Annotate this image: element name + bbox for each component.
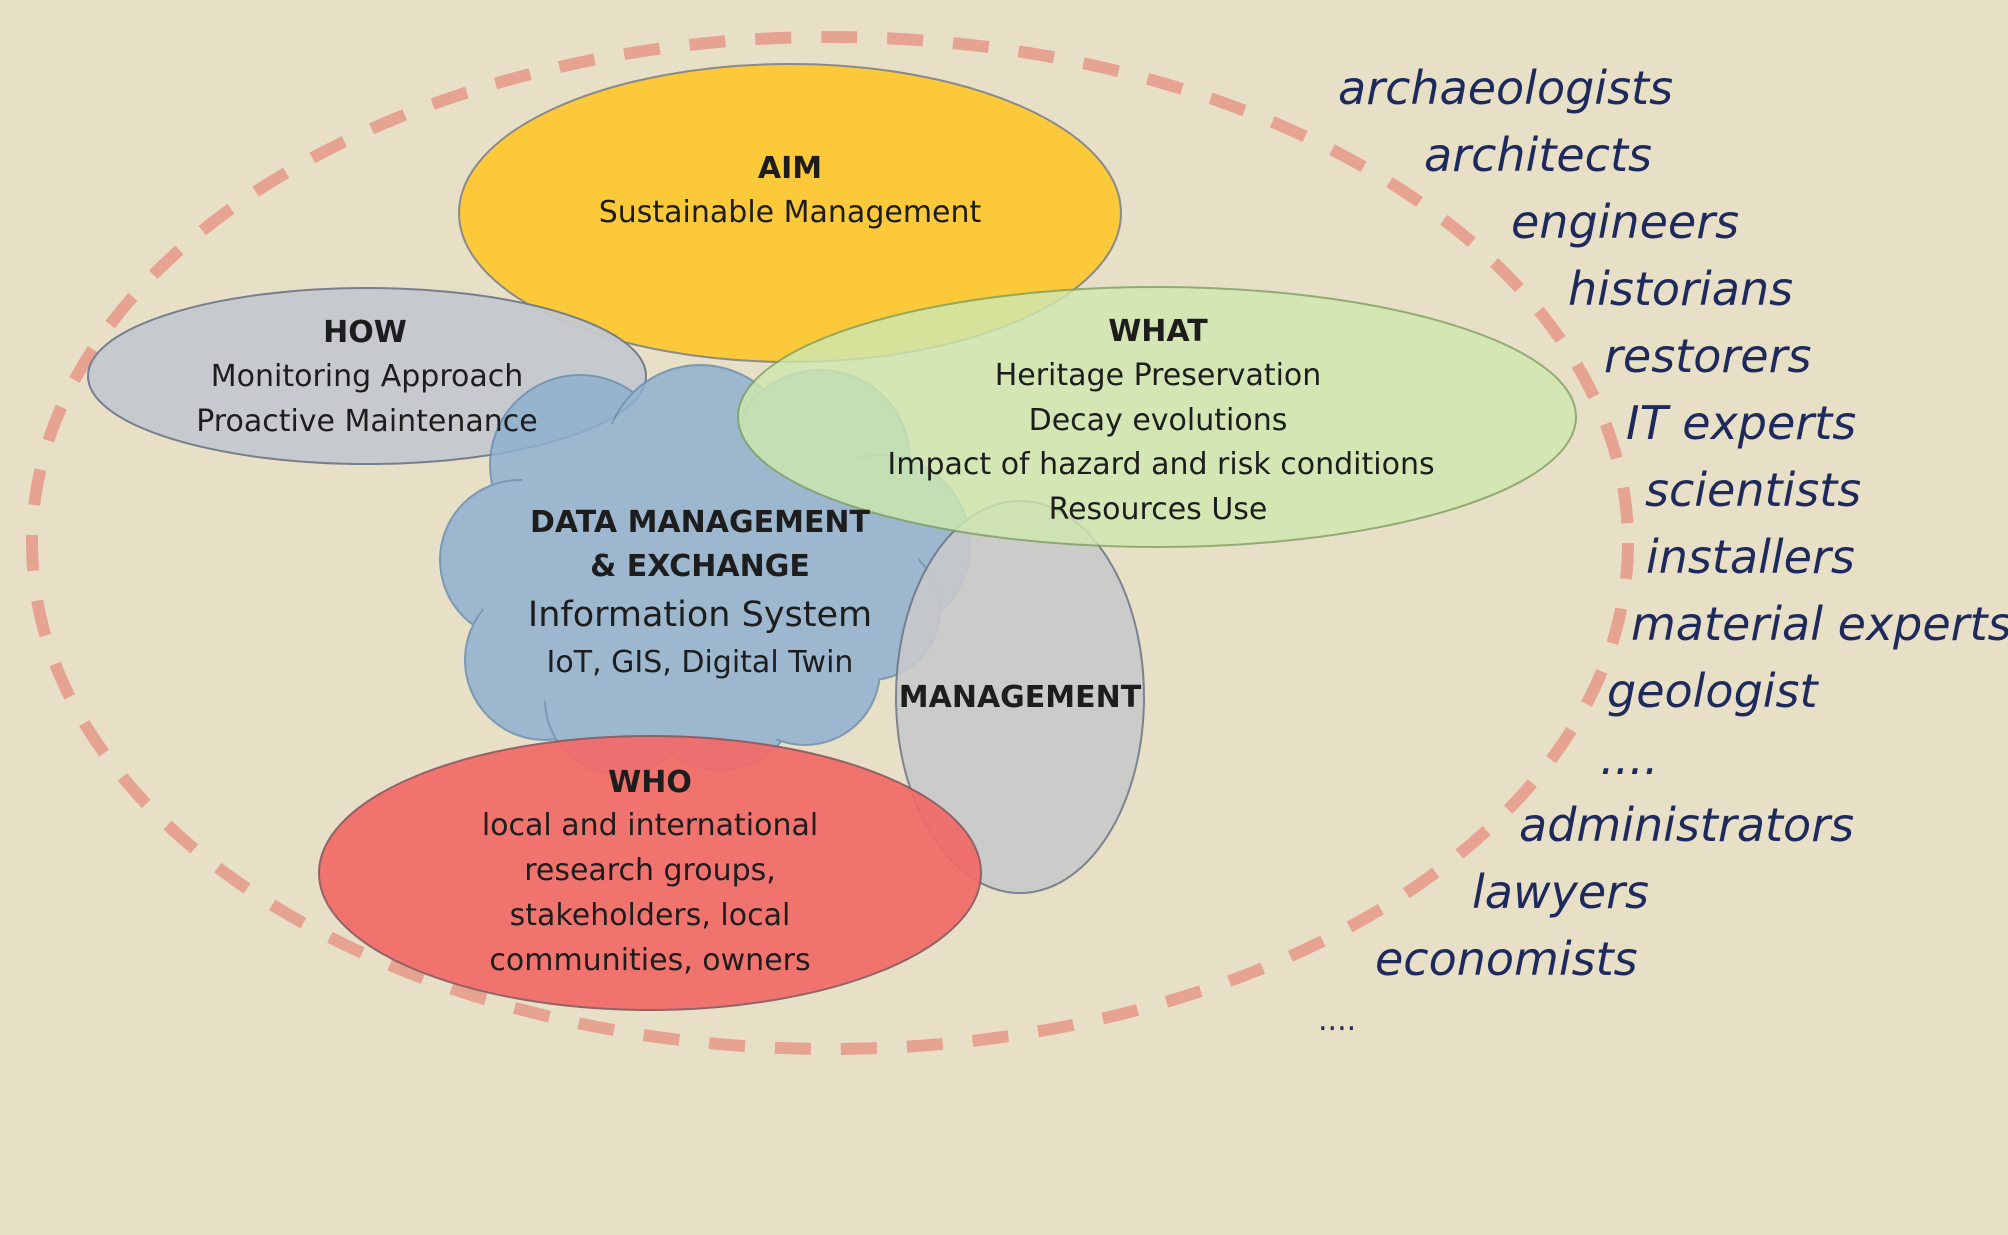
who-line: stakeholders, local: [510, 898, 791, 933]
how-line: Monitoring Approach: [211, 359, 524, 394]
data-management-title: & EXCHANGE: [590, 549, 810, 584]
role-item: economists: [1375, 932, 1638, 986]
what-line: Decay evolutions: [1029, 403, 1288, 438]
trailing-dots: ....: [1318, 1003, 1356, 1038]
how-line: Proactive Maintenance: [196, 404, 538, 439]
what-ellipse: [737, 286, 1577, 548]
data-management-subtitle: Information System: [528, 595, 872, 635]
outer-dashed-ellipse: [26, 31, 1634, 1055]
what-line: Impact of hazard and risk conditions: [887, 447, 1434, 482]
role-item: archaeologists: [1338, 61, 1673, 115]
role-item: architects: [1424, 128, 1652, 182]
role-item: scientists: [1645, 463, 1861, 517]
aim-text: Sustainable Management: [599, 195, 982, 230]
how-title: HOW: [323, 315, 407, 350]
role-item: geologist: [1607, 664, 1820, 718]
role-item: ....: [1600, 731, 1659, 785]
role-item: historians: [1568, 262, 1793, 316]
role-item: administrators: [1519, 798, 1854, 852]
data-management-detail: IoT, GIS, Digital Twin: [547, 645, 854, 680]
role-item: installers: [1646, 530, 1855, 584]
role-item: engineers: [1511, 195, 1739, 249]
who-ellipse: [318, 735, 982, 1011]
what-line: Heritage Preservation: [995, 358, 1322, 393]
management-title: MANAGEMENT: [899, 680, 1142, 715]
data-management-title: DATA MANAGEMENT: [530, 505, 871, 540]
who-line: local and international: [482, 808, 818, 843]
who-line: research groups,: [524, 853, 776, 888]
what-line: Resources Use: [1049, 492, 1268, 527]
who-line: communities, owners: [489, 943, 810, 978]
roles-list: archaeologists architects engineers hist…: [1318, 61, 2008, 1038]
role-item: material experts: [1631, 597, 2008, 651]
who-title: WHO: [608, 765, 692, 800]
role-item: IT experts: [1626, 396, 1856, 450]
role-item: restorers: [1604, 329, 1811, 383]
aim-title: AIM: [758, 151, 822, 186]
role-item: lawyers: [1472, 865, 1649, 919]
what-title: WHAT: [1108, 314, 1208, 349]
